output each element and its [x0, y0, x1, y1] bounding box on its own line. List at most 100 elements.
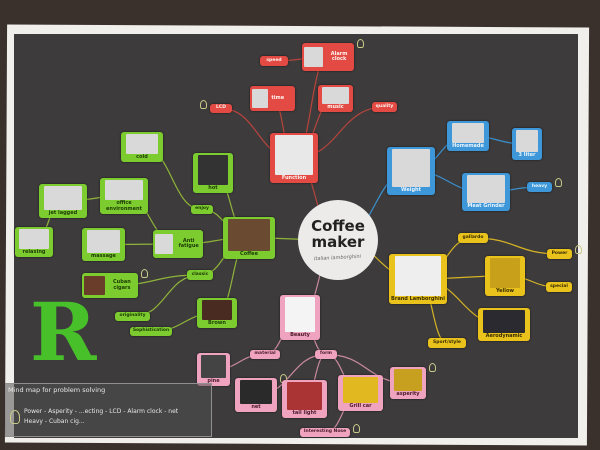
swiss-knife-image-icon	[275, 135, 313, 175]
node-label: Sophistication	[132, 328, 170, 334]
node-relaxing[interactable]: relaxing	[15, 227, 53, 257]
node-net[interactable]: net	[235, 378, 277, 412]
person-image-icon	[155, 233, 174, 255]
node-label: hot	[208, 184, 218, 191]
node-label: Power	[551, 250, 568, 256]
sports-car-image-icon	[483, 310, 525, 333]
alarm-clock-image-icon	[304, 46, 324, 68]
node-label: asperity	[396, 390, 420, 397]
node-label: Meat Grinder	[467, 202, 505, 209]
central-topic-line1: Coffee	[311, 216, 365, 235]
node-label: enjoy	[195, 206, 209, 212]
node-label: music	[327, 103, 344, 110]
node-label: classic	[191, 271, 209, 277]
central-topic[interactable]: Coffee maker Italian lamborghini	[298, 200, 378, 280]
node-alarm[interactable]: Alarm clock	[302, 43, 354, 71]
node-pine[interactable]: pine	[197, 353, 230, 386]
node-label: form	[320, 351, 332, 357]
node-classic[interactable]: classic	[187, 270, 213, 280]
node-massage[interactable]: massage	[82, 228, 125, 261]
node-sophistication[interactable]: Sophistication	[130, 327, 172, 336]
node-coffee[interactable]: Coffee	[223, 217, 275, 259]
node-sport[interactable]: Sport/style	[428, 338, 466, 348]
node-function[interactable]: Function	[270, 133, 318, 183]
node-label: material	[254, 351, 276, 357]
node-label: Cuban cigars	[113, 279, 131, 291]
node-hot[interactable]: hot	[193, 153, 233, 193]
node-label: Grill car	[349, 402, 372, 409]
node-material[interactable]: material	[250, 350, 280, 359]
clock-image-icon	[252, 89, 269, 108]
node-gallardo[interactable]: gallardo	[458, 233, 488, 243]
node-quality[interactable]: quality	[372, 102, 397, 112]
lightbulb-icon	[357, 39, 364, 48]
node-label: Aerodynamic	[485, 332, 523, 339]
node-homemade[interactable]: Homemade	[447, 121, 489, 151]
node-grill[interactable]: Grill car	[338, 375, 383, 411]
node-label: gallardo	[462, 234, 484, 240]
lightbulb-icon	[575, 245, 582, 254]
lightbulb-icon	[429, 363, 436, 372]
node-aero[interactable]: Aerodynamic	[478, 308, 530, 341]
node-yellow[interactable]: Yellow	[485, 256, 525, 296]
coffee-cup-image-icon	[228, 219, 270, 251]
tail-light-image-icon	[286, 382, 323, 410]
lightbulb-icon	[200, 100, 207, 109]
node-enjoy[interactable]: enjoy	[191, 205, 213, 214]
asperity-image-icon	[394, 369, 422, 391]
node-label: Weight	[401, 186, 421, 193]
node-label: jet lagged	[48, 209, 78, 216]
node-label: pine	[207, 377, 220, 384]
jug-image-icon	[515, 130, 539, 152]
node-label: Anti fatigue	[178, 237, 199, 249]
node-nose[interactable]: Interesting Nose	[300, 428, 350, 437]
node-label: time	[271, 94, 285, 101]
node-label: Yellow	[495, 287, 515, 294]
cigar-box-image-icon	[84, 276, 105, 295]
node-label: Coffee	[240, 250, 258, 257]
lightbulb-icon	[555, 178, 562, 187]
node-originality[interactable]: originality	[115, 312, 150, 321]
node-label: Interesting Nose	[303, 429, 347, 435]
node-special[interactable]: special	[546, 282, 572, 292]
node-brown[interactable]: Brown	[197, 298, 237, 328]
brown-swatch-icon	[201, 300, 233, 320]
node-taillight[interactable]: tail light	[282, 380, 327, 418]
node-label: relaxing	[22, 248, 46, 255]
node-asperity[interactable]: asperity	[390, 367, 426, 399]
node-cold[interactable]: cold	[121, 132, 163, 162]
node-weight[interactable]: Weight	[387, 147, 435, 195]
node-power[interactable]: Power	[547, 249, 572, 259]
node-label: 3 liter	[518, 151, 536, 158]
office-image-icon	[105, 180, 143, 200]
node-beauty[interactable]: Beauty	[280, 295, 320, 340]
yellow-swatch-icon	[489, 258, 521, 288]
central-topic-subtitle: Italian lamborghini	[314, 254, 362, 263]
node-office[interactable]: office environment	[100, 178, 148, 214]
lightbulb-icon	[353, 424, 360, 433]
node-music[interactable]: music	[318, 85, 353, 112]
node-label: Beauty	[290, 331, 310, 338]
scale-image-icon	[392, 149, 430, 187]
legend-title: Mind map for problem solving	[8, 386, 106, 394]
massage-image-icon	[86, 230, 121, 253]
node-label: massage	[91, 252, 116, 259]
node-liter[interactable]: 3 liter	[512, 128, 542, 160]
net-image-icon	[239, 380, 273, 404]
node-grinder[interactable]: Meat Grinder	[462, 173, 510, 211]
node-label: heavy	[531, 183, 548, 189]
node-label: quality	[375, 103, 394, 109]
node-antifatigue[interactable]: Anti fatigue	[153, 230, 203, 258]
node-cigars[interactable]: Cuban cigars	[82, 273, 138, 298]
legend-line-1: Power - Asperity - ...ecting - LCD - Ala…	[24, 408, 179, 415]
node-label: net	[251, 403, 261, 410]
node-form[interactable]: form	[315, 350, 337, 359]
node-brand[interactable]: Brand Lamborghini	[389, 254, 447, 304]
lightbulb-icon	[10, 410, 20, 424]
node-speed[interactable]: speed	[260, 56, 288, 66]
node-time[interactable]: time	[250, 86, 295, 111]
node-jetlag[interactable]: jet lagged	[39, 184, 87, 218]
node-lcd[interactable]: LCD	[210, 104, 232, 113]
node-heavy[interactable]: heavy	[527, 182, 552, 192]
node-label: Function	[281, 174, 307, 181]
